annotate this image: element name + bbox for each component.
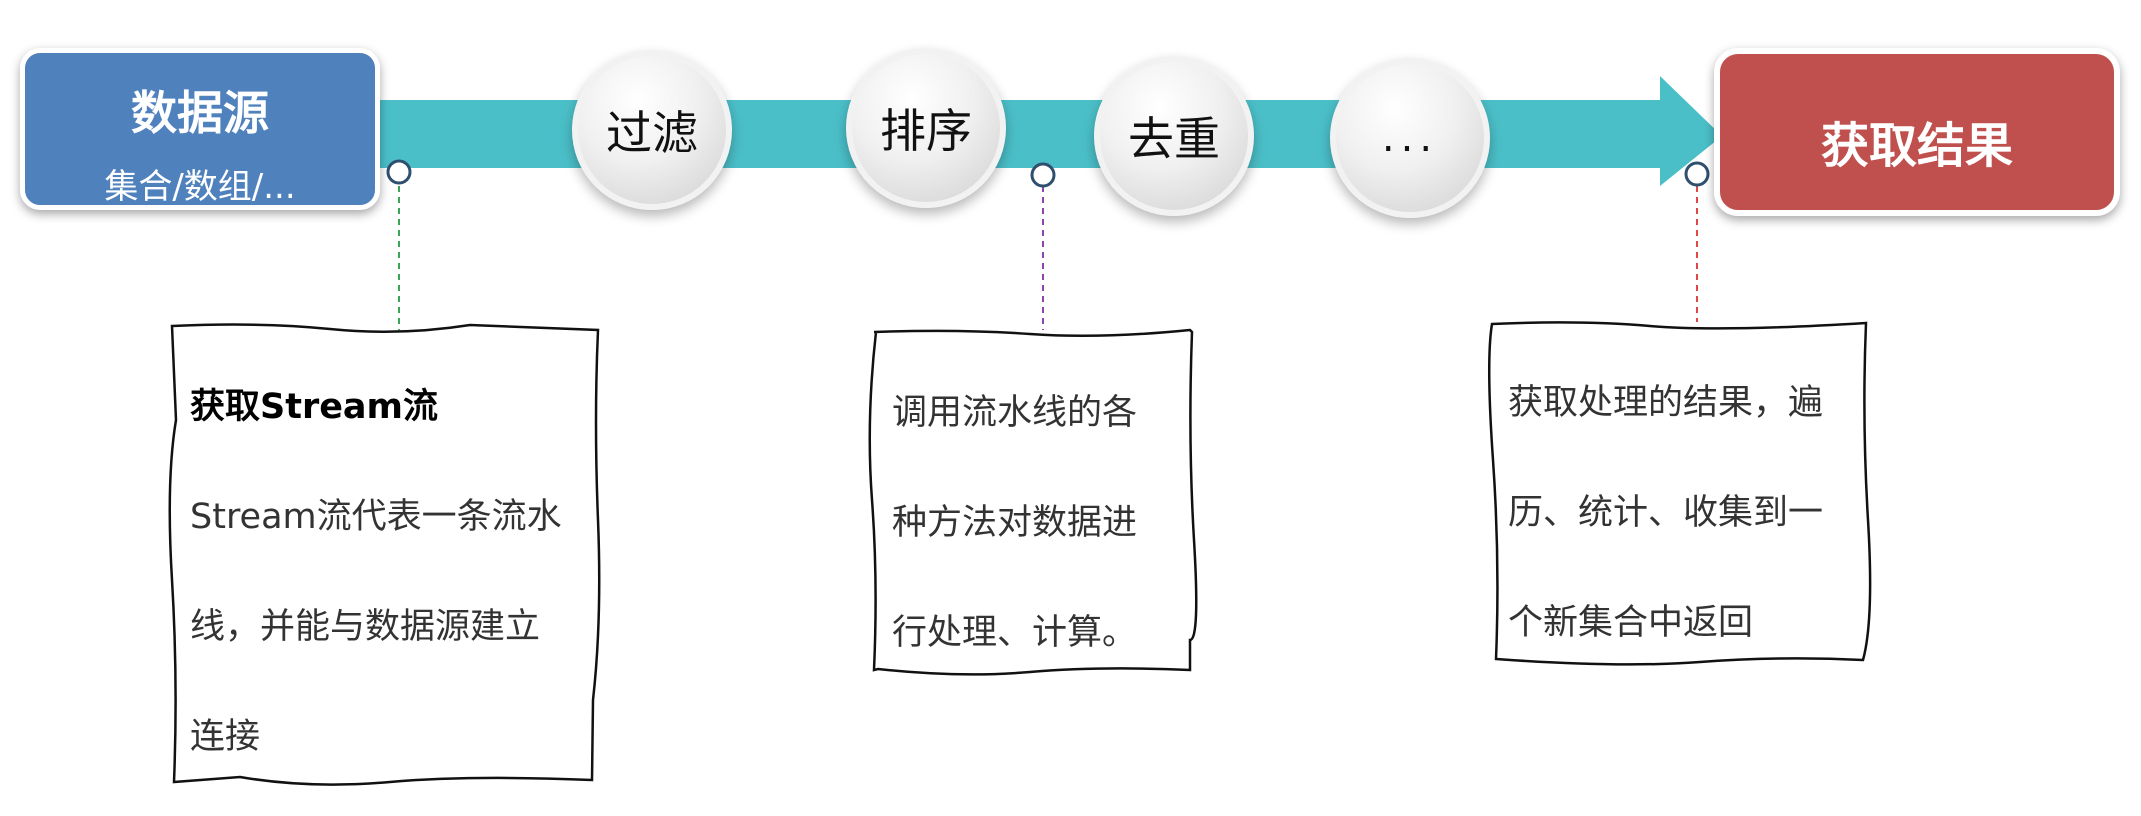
operation-filter: 过滤	[572, 50, 732, 210]
note-3-body: 获取处理的结果，遍 历、统计、收集到一 个新集合中返回	[1508, 348, 1823, 678]
connector-dot-source	[386, 159, 412, 185]
note-2-line-1: 调用流水线的各	[892, 393, 1138, 433]
data-source-subtitle: 集合/数组/...	[104, 167, 296, 207]
note-2-line-3: 行处理、计算。	[892, 613, 1138, 653]
note-1-line-3: 连接	[190, 717, 261, 757]
note-3-line-1: 获取处理的结果，遍	[1508, 383, 1824, 423]
connector-dot-operations	[1030, 162, 1056, 188]
result-title: 获取结果	[1820, 118, 2013, 174]
operation-more: ...	[1330, 58, 1490, 218]
note-3-line-3: 个新集合中返回	[1508, 603, 1754, 643]
note-frame-2	[868, 328, 1198, 676]
data-source-box: 数据源 集合/数组/...	[20, 48, 380, 210]
operation-sort: 排序	[846, 48, 1006, 208]
note-2-line-2: 种方法对数据进	[892, 503, 1138, 543]
note-frame-1	[168, 323, 601, 786]
operation-distinct: 去重	[1094, 56, 1254, 216]
note-2-body: 调用流水线的各 种方法对数据进 行处理、计算。	[892, 358, 1137, 688]
note-1-title: 获取Stream流	[190, 387, 439, 427]
data-source-title: 数据源	[131, 86, 269, 140]
note-1-line-1: Stream流代表一条流水	[190, 497, 562, 537]
note-3-line-2: 历、统计、收集到一	[1508, 493, 1824, 533]
note-1-line-2: 线，并能与数据源建立	[190, 607, 541, 647]
note-frame-3	[1488, 321, 1872, 666]
result-box: 获取结果	[1714, 48, 2120, 216]
note-1-body: Stream流代表一条流水 线，并能与数据源建立 连接	[190, 462, 562, 792]
connector-dot-result	[1684, 161, 1710, 187]
